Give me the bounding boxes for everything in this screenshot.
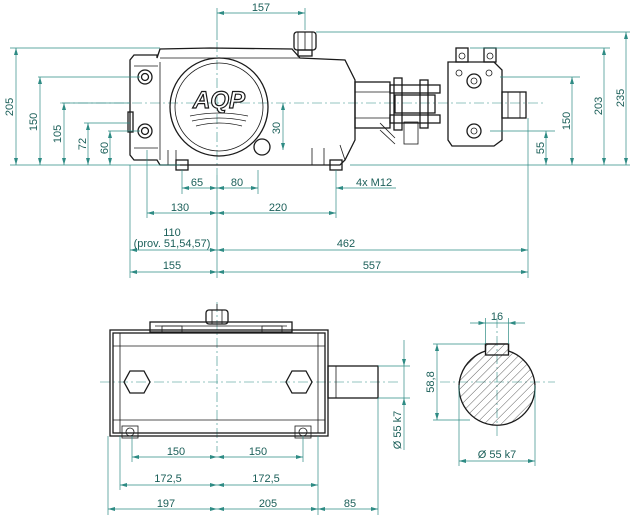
dim-220-label: 220 [269, 202, 287, 214]
logo-text: AQP [192, 87, 246, 114]
dim-203-label: 203 [593, 97, 605, 115]
section-dia-label: Ø 55 k7 [478, 449, 517, 461]
plunger-section [354, 77, 441, 145]
top-hex-nuts [123, 370, 313, 394]
prov-label: (prov. 51,54,57) [134, 238, 211, 250]
dim-30-label: 30 [271, 122, 283, 134]
top-shaft-dia-dim: Ø 55 k7 [378, 340, 410, 450]
top-dim-205-label: 205 [259, 498, 277, 510]
top-shaft-dia-label: Ø 55 k7 [392, 411, 404, 450]
top-dim-172a-label: 172,5 [154, 473, 182, 485]
dim-55-label: 55 [535, 142, 547, 154]
left-vertical-dims: 205 150 105 72 60 [4, 47, 180, 166]
key-width-label: 16 [491, 311, 503, 323]
drain-plug [253, 138, 271, 156]
section-dia-dim: Ø 55 k7 [458, 385, 536, 466]
dim-30: 30 [271, 103, 285, 150]
dim-130-label: 130 [171, 202, 189, 214]
dim-72-label: 72 [77, 138, 89, 150]
thread-label: 4x M12 [356, 177, 392, 189]
top-shaft [327, 365, 379, 399]
dim-462-label: 462 [337, 238, 355, 250]
dim-157-label: 157 [252, 2, 270, 14]
key-height-dim: 58,8 [425, 343, 485, 421]
pump-crankcase [129, 47, 356, 171]
key-height-label: 58,8 [425, 371, 437, 392]
top-view: Ø 55 k7 150 150 172,5 172,5 197 2 [100, 302, 410, 515]
top-dim-197-label: 197 [157, 498, 175, 510]
top-dim-85-label: 85 [344, 498, 356, 510]
shaft-section-hatched [458, 343, 536, 426]
top-dim-150b-label: 150 [249, 446, 267, 458]
dim-235-label: 235 [615, 89, 627, 107]
dim-80-label: 80 [231, 177, 243, 189]
dim-105-label: 105 [52, 125, 64, 143]
dim-155-label: 155 [163, 260, 181, 272]
crankcase-cover: AQP [169, 57, 269, 157]
dim-205-label: 205 [4, 98, 16, 116]
pump-head-manifold [447, 47, 527, 147]
dim-557-label: 557 [363, 260, 381, 272]
oil-filler-cap [293, 31, 317, 57]
dim-150-right-label: 150 [561, 112, 573, 130]
top-dim-150a-label: 150 [167, 446, 185, 458]
dim-60-label: 60 [99, 142, 111, 154]
mounting-bolts [127, 69, 153, 139]
dim-65-label: 65 [191, 177, 203, 189]
dim-150-left-label: 150 [28, 113, 40, 131]
top-body [109, 304, 329, 437]
shaft-cross-section: 16 58,8 Ø 55 k7 [425, 311, 555, 466]
right-vertical-dims: 235 203 150 55 [316, 31, 630, 166]
top-dim-172b-label: 172,5 [252, 473, 280, 485]
bottom-horizontal-dims: 65 80 4x M12 130 220 110 (prov. 51,54,57… [129, 118, 529, 278]
dim-110-label: 110 [163, 227, 181, 239]
dim-157: 157 [216, 2, 306, 40]
top-horizontal-dims: 150 150 172,5 172,5 197 205 85 [107, 398, 379, 515]
side-view: AQP [4, 2, 630, 278]
key-width-dim: 16 [470, 311, 525, 344]
